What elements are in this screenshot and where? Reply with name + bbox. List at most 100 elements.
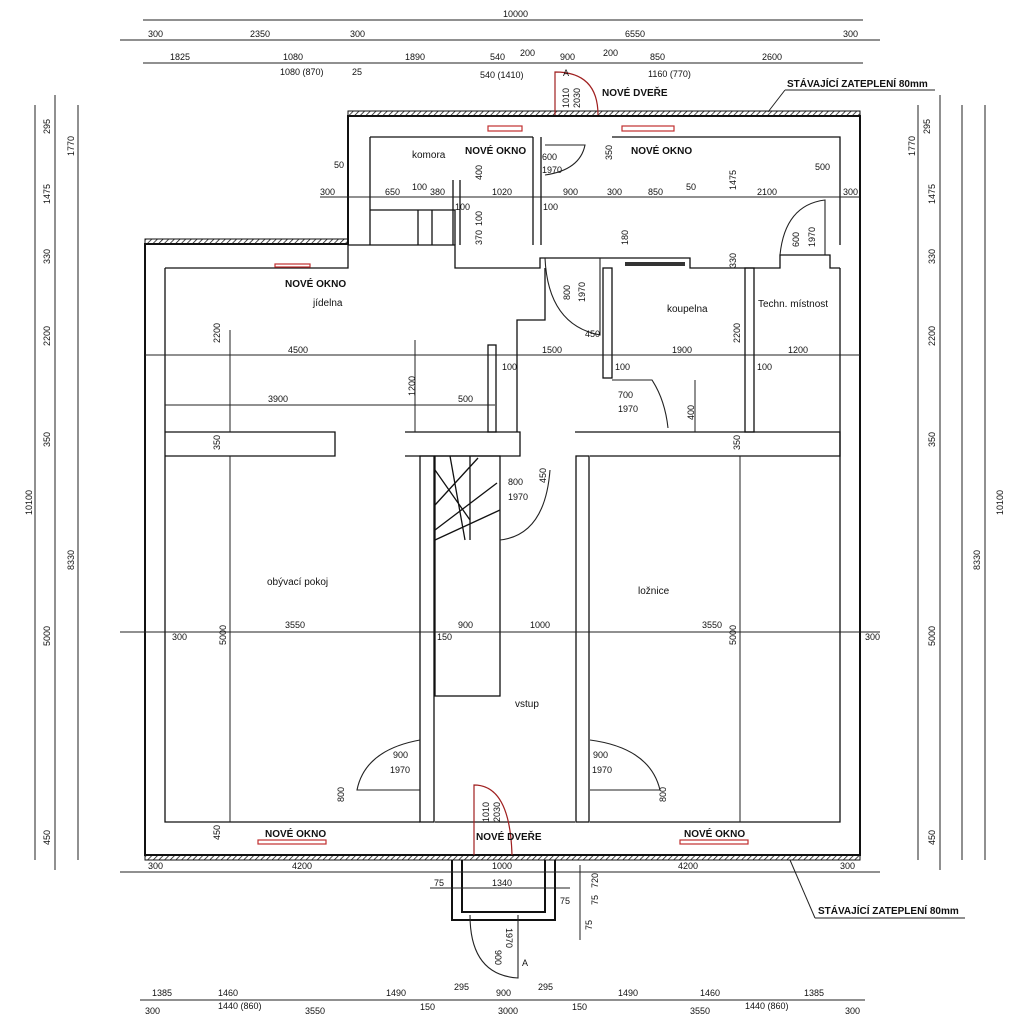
dim: 400 <box>686 405 696 420</box>
dim: 100 <box>474 211 484 226</box>
dim: 1475 <box>927 184 937 204</box>
dim: 400 <box>474 165 484 180</box>
dim: 540 <box>490 52 505 62</box>
label-new-door: NOVÉ DVEŘE <box>602 86 668 99</box>
dim: 100 <box>615 362 630 372</box>
dim: 300 <box>843 187 858 197</box>
dim: 1385 <box>152 988 172 998</box>
dim: 150 <box>437 632 452 642</box>
dim: 1490 <box>386 988 406 998</box>
dim: 300 <box>320 187 335 197</box>
dim: 1010 <box>481 802 491 822</box>
dim: 600 <box>542 152 557 162</box>
dim: 300 <box>148 861 163 871</box>
dim: 2350 <box>250 29 270 39</box>
dim: 900 <box>496 988 511 998</box>
label-new-window: NOVÉ OKNO <box>285 277 346 290</box>
room-komora: komora <box>412 150 446 161</box>
dim: 2200 <box>927 326 937 346</box>
label-new-door: NOVÉ DVEŘE <box>476 830 542 843</box>
label-new-window: NOVÉ OKNO <box>465 144 526 157</box>
label-new-window: NOVÉ OKNO <box>684 827 745 840</box>
dim: 1000 <box>492 861 512 871</box>
dim: 370 <box>474 230 484 245</box>
dim: 1770 <box>907 136 917 156</box>
dim: 380 <box>430 187 445 197</box>
dim: 300 <box>845 1006 860 1015</box>
dim: 350 <box>732 435 742 450</box>
dim: 540 (1410) <box>480 70 524 80</box>
dim: 1460 <box>218 988 238 998</box>
dim: 1200 <box>407 376 417 396</box>
dim: 450 <box>42 830 52 845</box>
dim: 800 <box>508 477 523 487</box>
dim: 1970 <box>592 765 612 775</box>
dim: 75 <box>434 878 444 888</box>
interior-dimension-lines <box>120 196 880 1001</box>
dim: 2600 <box>762 52 782 62</box>
dim: 8330 <box>66 550 76 570</box>
windows <box>257 125 749 845</box>
dim: 1970 <box>504 928 514 948</box>
right-dimensions: 295 1475 330 2200 350 5000 450 1770 8330… <box>907 95 1005 870</box>
dim: 4200 <box>678 861 698 871</box>
dim: 295 <box>538 982 553 992</box>
dim: 100 <box>502 362 517 372</box>
dim: 800 <box>562 285 572 300</box>
dim: 1160 (770) <box>648 69 691 79</box>
dim: 5000 <box>728 625 738 645</box>
dim: 300 <box>148 29 163 39</box>
dim: 1080 (870) <box>280 67 324 77</box>
dim: 75 <box>584 920 594 930</box>
dim: 50 <box>334 160 344 170</box>
label-insulation: STÁVAJÍCÍ ZATEPLENÍ 80mm <box>787 77 928 90</box>
dim: 150 <box>572 1002 587 1012</box>
dim: 1200 <box>788 345 808 355</box>
dim: 1475 <box>42 184 52 204</box>
dim: 1900 <box>672 345 692 355</box>
dim: 2030 <box>492 802 502 822</box>
left-dimensions: 10100 295 1475 330 2200 350 5000 450 177… <box>24 95 79 870</box>
dim: 3550 <box>305 1006 325 1015</box>
dim: 75 <box>590 895 600 905</box>
dim: 800 <box>658 787 668 802</box>
dim: 150 <box>420 1002 435 1012</box>
dim: 300 <box>840 861 855 871</box>
dim: 350 <box>927 432 937 447</box>
dim: 100 <box>543 202 558 212</box>
dim: 450 <box>538 468 548 483</box>
dim: 2030 <box>572 88 582 108</box>
dim: 100 <box>455 202 470 212</box>
dim: 100 <box>412 182 427 192</box>
dim: 25 <box>352 67 362 77</box>
bottom-dimensions: 300 4200 1000 4200 300 75 1340 75 720 75… <box>145 861 860 1015</box>
dim: 900 <box>393 750 408 760</box>
dim: 10100 <box>995 490 1005 515</box>
dim: 3900 <box>268 394 288 404</box>
section-mark: A <box>563 68 569 78</box>
dim: 900 <box>458 620 473 630</box>
dim: 2100 <box>757 187 777 197</box>
dim: 500 <box>458 394 473 404</box>
dim: 1490 <box>618 988 638 998</box>
dim: 350 <box>212 435 222 450</box>
label-insulation: STÁVAJÍCÍ ZATEPLENÍ 80mm <box>818 904 959 917</box>
dim: 300 <box>350 29 365 39</box>
dim: 300 <box>865 632 880 642</box>
dim: 2200 <box>42 326 52 346</box>
dim: 3000 <box>498 1006 518 1015</box>
dim: 720 <box>590 873 600 888</box>
dim: 900 <box>593 750 608 760</box>
room-techn: Techn. místnost <box>758 299 828 310</box>
dim: 900 <box>560 52 575 62</box>
dim: 1825 <box>170 52 190 62</box>
dim: 4200 <box>292 861 312 871</box>
dim: 100 <box>757 362 772 372</box>
dim: 3550 <box>702 620 722 630</box>
dim: 300 <box>843 29 858 39</box>
walls <box>144 110 861 921</box>
interior-dimensions: 650 100 380 1020 100 100 400 370 600 197… <box>172 88 880 965</box>
dim: 10100 <box>24 490 34 515</box>
room-obyvaci-pokoj: obývací pokoj <box>267 577 328 588</box>
dim: 1970 <box>390 765 410 775</box>
